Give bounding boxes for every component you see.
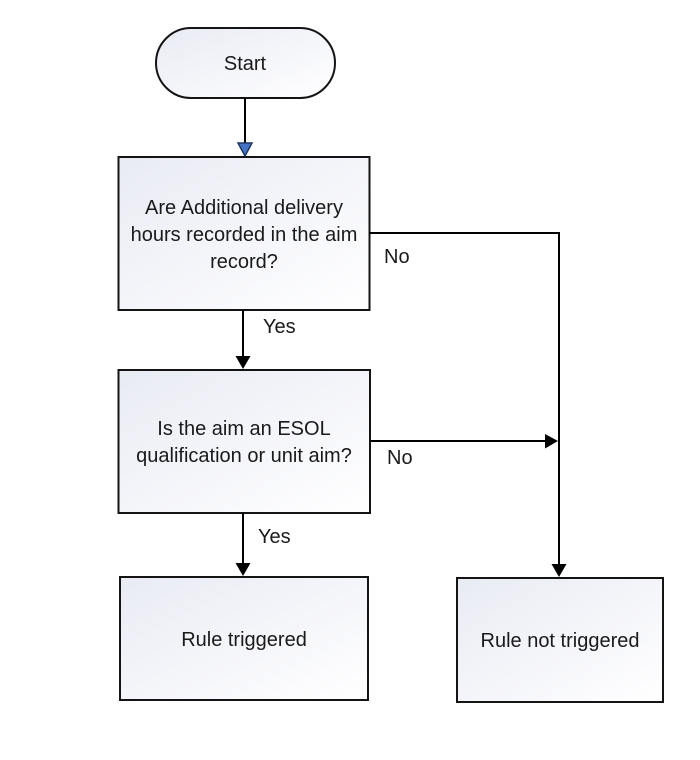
- q2-node-label-line2: qualification or unit aim?: [136, 445, 352, 467]
- rule-not-triggered-node: [456, 577, 664, 703]
- edge-label-q1-yes: Yes: [263, 316, 296, 338]
- rule-not-triggered-label: Rule not triggered: [481, 630, 640, 652]
- q1-node: [117, 156, 371, 311]
- arrowhead-to-rule-not-triggered: [551, 564, 567, 577]
- rule-triggered-node: [119, 576, 369, 701]
- arrowhead-q2-no-to-trunk: [545, 434, 558, 449]
- arrowhead-q2-yes-to-rule-triggered: [235, 563, 251, 576]
- q1-node-label-line2: hours recorded in the aim: [131, 224, 358, 246]
- q2-node: [117, 369, 371, 514]
- q1-node-label-line1: Are Additional delivery: [145, 197, 343, 219]
- q2-node-label-line1: Is the aim an ESOL: [157, 418, 330, 440]
- edge-label-q1-no: No: [384, 246, 410, 268]
- edge-label-q2-no: No: [387, 447, 413, 469]
- arrowhead-q1-yes-to-q2: [235, 356, 251, 369]
- connector-q1-no-to-rule-not-triggered: [369, 232, 560, 564]
- q1-node-label-line3: record?: [210, 251, 278, 273]
- rule-triggered-label: Rule triggered: [181, 629, 307, 651]
- arrowhead-start-to-q1: [236, 142, 254, 158]
- start-node-label: Start: [224, 53, 267, 75]
- edge-label-q2-yes: Yes: [258, 526, 291, 548]
